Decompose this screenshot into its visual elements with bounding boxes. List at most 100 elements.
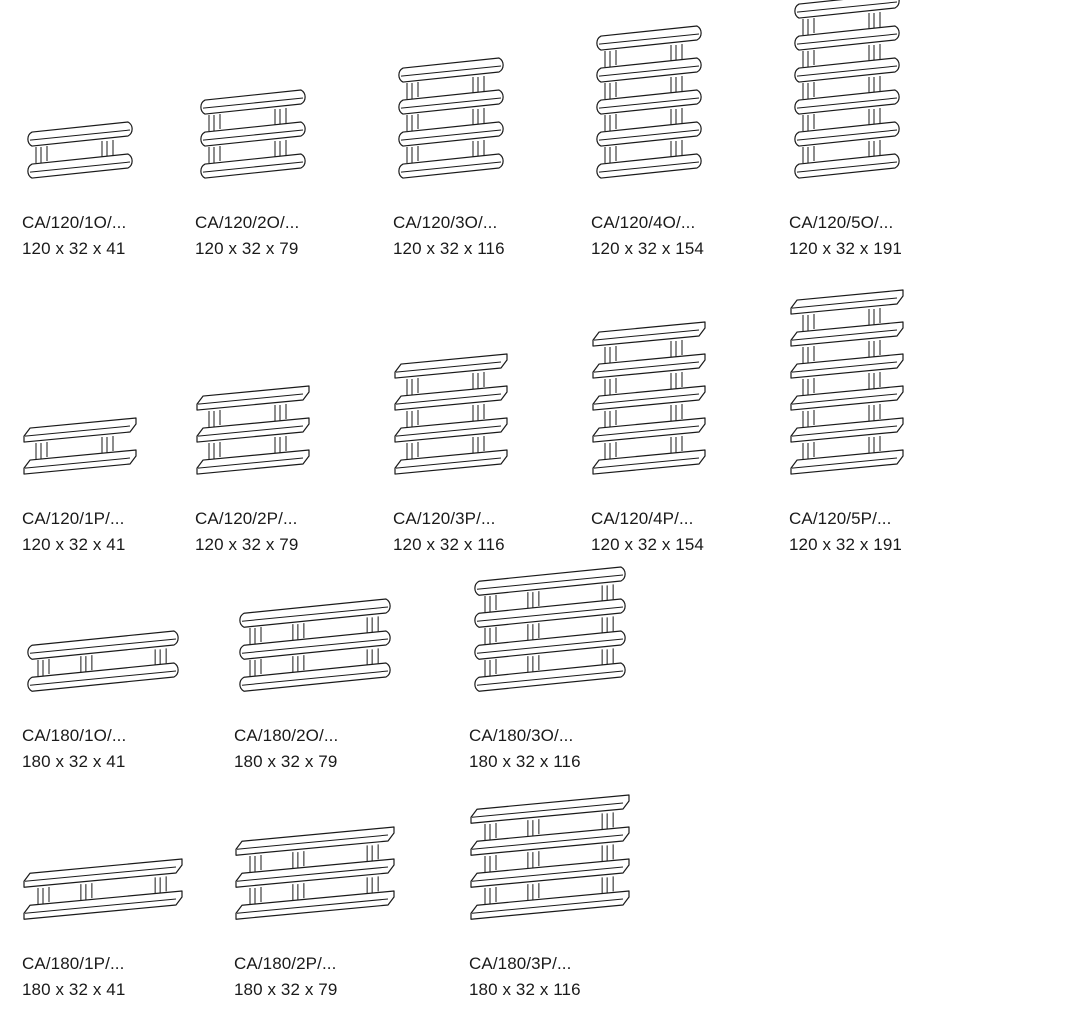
support-post xyxy=(604,49,617,67)
support-post xyxy=(670,403,683,421)
support-post xyxy=(527,818,540,836)
shelf-unit-drawing xyxy=(239,598,391,692)
shelf-board xyxy=(592,417,706,443)
product-code: CA/180/1O/... xyxy=(22,726,127,745)
shelf-board xyxy=(474,598,626,628)
shelf-edge xyxy=(202,161,304,173)
shelf-unit-drawing xyxy=(470,794,630,920)
shelf-edge xyxy=(236,898,389,914)
product-dimensions: 120 x 32 x 116 xyxy=(393,535,505,554)
support-post xyxy=(472,107,485,125)
shelf-edge xyxy=(791,425,898,437)
shelf-edge xyxy=(598,33,700,45)
shelf-unit-drawing xyxy=(794,0,900,179)
shelf-board xyxy=(794,57,900,83)
support-post xyxy=(472,139,485,157)
shelf-board xyxy=(235,858,395,888)
support-post xyxy=(292,654,305,672)
shelf-edge xyxy=(593,425,700,437)
support-post xyxy=(868,139,881,157)
shelf-edge xyxy=(395,393,502,405)
shelf-board xyxy=(27,153,133,179)
shelf-edge xyxy=(593,393,700,405)
shelf-unit-drawing xyxy=(596,25,702,179)
shelf-board xyxy=(239,598,391,628)
shelf-edge xyxy=(241,638,389,654)
shelf-edge xyxy=(796,97,898,109)
support-post xyxy=(366,876,379,894)
support-post xyxy=(80,882,93,900)
product-dimensions: 180 x 32 x 79 xyxy=(234,980,338,999)
product-dimensions: 180 x 32 x 41 xyxy=(22,980,126,999)
support-post xyxy=(406,441,419,459)
support-post xyxy=(868,75,881,93)
support-post xyxy=(484,658,497,676)
shelf-edge xyxy=(593,361,700,373)
shelf-board xyxy=(470,794,630,824)
support-post xyxy=(527,590,540,608)
product-code: CA/120/4P/... xyxy=(591,509,694,528)
support-post xyxy=(604,145,617,163)
shelf-edge xyxy=(236,834,389,850)
shelf-edge xyxy=(241,670,389,686)
shelf-board xyxy=(23,417,137,443)
shelf-edge xyxy=(395,361,502,373)
product-code: CA/180/2P/... xyxy=(234,954,337,973)
product-dimensions: 120 x 32 x 79 xyxy=(195,239,299,258)
shelf-board xyxy=(794,25,900,51)
support-post xyxy=(366,844,379,862)
shelf-board xyxy=(196,449,310,475)
support-post xyxy=(484,594,497,612)
product-code: CA/120/1O/... xyxy=(22,213,127,232)
support-post xyxy=(604,377,617,395)
support-post xyxy=(868,339,881,357)
shelf-edge xyxy=(476,670,624,686)
shelf-board xyxy=(239,662,391,692)
support-post xyxy=(802,377,815,395)
shelf-board xyxy=(398,153,504,179)
support-post xyxy=(484,822,497,840)
product-dimensions: 180 x 32 x 116 xyxy=(469,752,581,771)
shelf-edge xyxy=(796,33,898,45)
shelf-edge xyxy=(29,638,177,654)
product-code: CA/120/3P/... xyxy=(393,509,496,528)
product-code: CA/180/1P/... xyxy=(22,954,125,973)
support-post xyxy=(274,107,287,125)
product-dimensions: 180 x 32 x 116 xyxy=(469,980,581,999)
support-post xyxy=(802,441,815,459)
shelf-edge xyxy=(796,1,898,13)
product-dimensions: 120 x 32 x 154 xyxy=(591,535,704,554)
shelf-edge xyxy=(29,161,131,173)
shelf-board xyxy=(790,417,904,443)
support-post xyxy=(101,435,114,453)
shelf-board xyxy=(474,630,626,660)
support-post xyxy=(406,145,419,163)
support-post xyxy=(670,107,683,125)
product-dimensions: 120 x 32 x 116 xyxy=(393,239,505,258)
shelf-unit-drawing xyxy=(27,121,133,179)
shelf-edge xyxy=(593,329,700,341)
shelf-unit-drawing xyxy=(23,858,183,920)
support-post xyxy=(484,854,497,872)
shelf-board xyxy=(790,289,904,315)
support-post xyxy=(670,43,683,61)
shelf-board xyxy=(596,57,702,83)
shelf-edge xyxy=(197,393,304,405)
shelf-edge xyxy=(791,393,898,405)
support-post xyxy=(274,435,287,453)
support-post xyxy=(37,658,50,676)
shelf-board xyxy=(592,449,706,475)
product-dimensions: 120 x 32 x 41 xyxy=(22,239,126,258)
shelf-board xyxy=(592,321,706,347)
product-dimensions: 120 x 32 x 191 xyxy=(789,535,902,554)
shelf-edge xyxy=(24,457,131,469)
shelf-edge xyxy=(400,97,502,109)
shelf-edge xyxy=(791,457,898,469)
support-post xyxy=(472,403,485,421)
support-post xyxy=(601,584,614,602)
shelf-edge xyxy=(471,898,624,914)
shelf-board xyxy=(394,449,508,475)
product-code: CA/120/2P/... xyxy=(195,509,298,528)
support-post xyxy=(154,648,167,666)
support-post xyxy=(604,441,617,459)
